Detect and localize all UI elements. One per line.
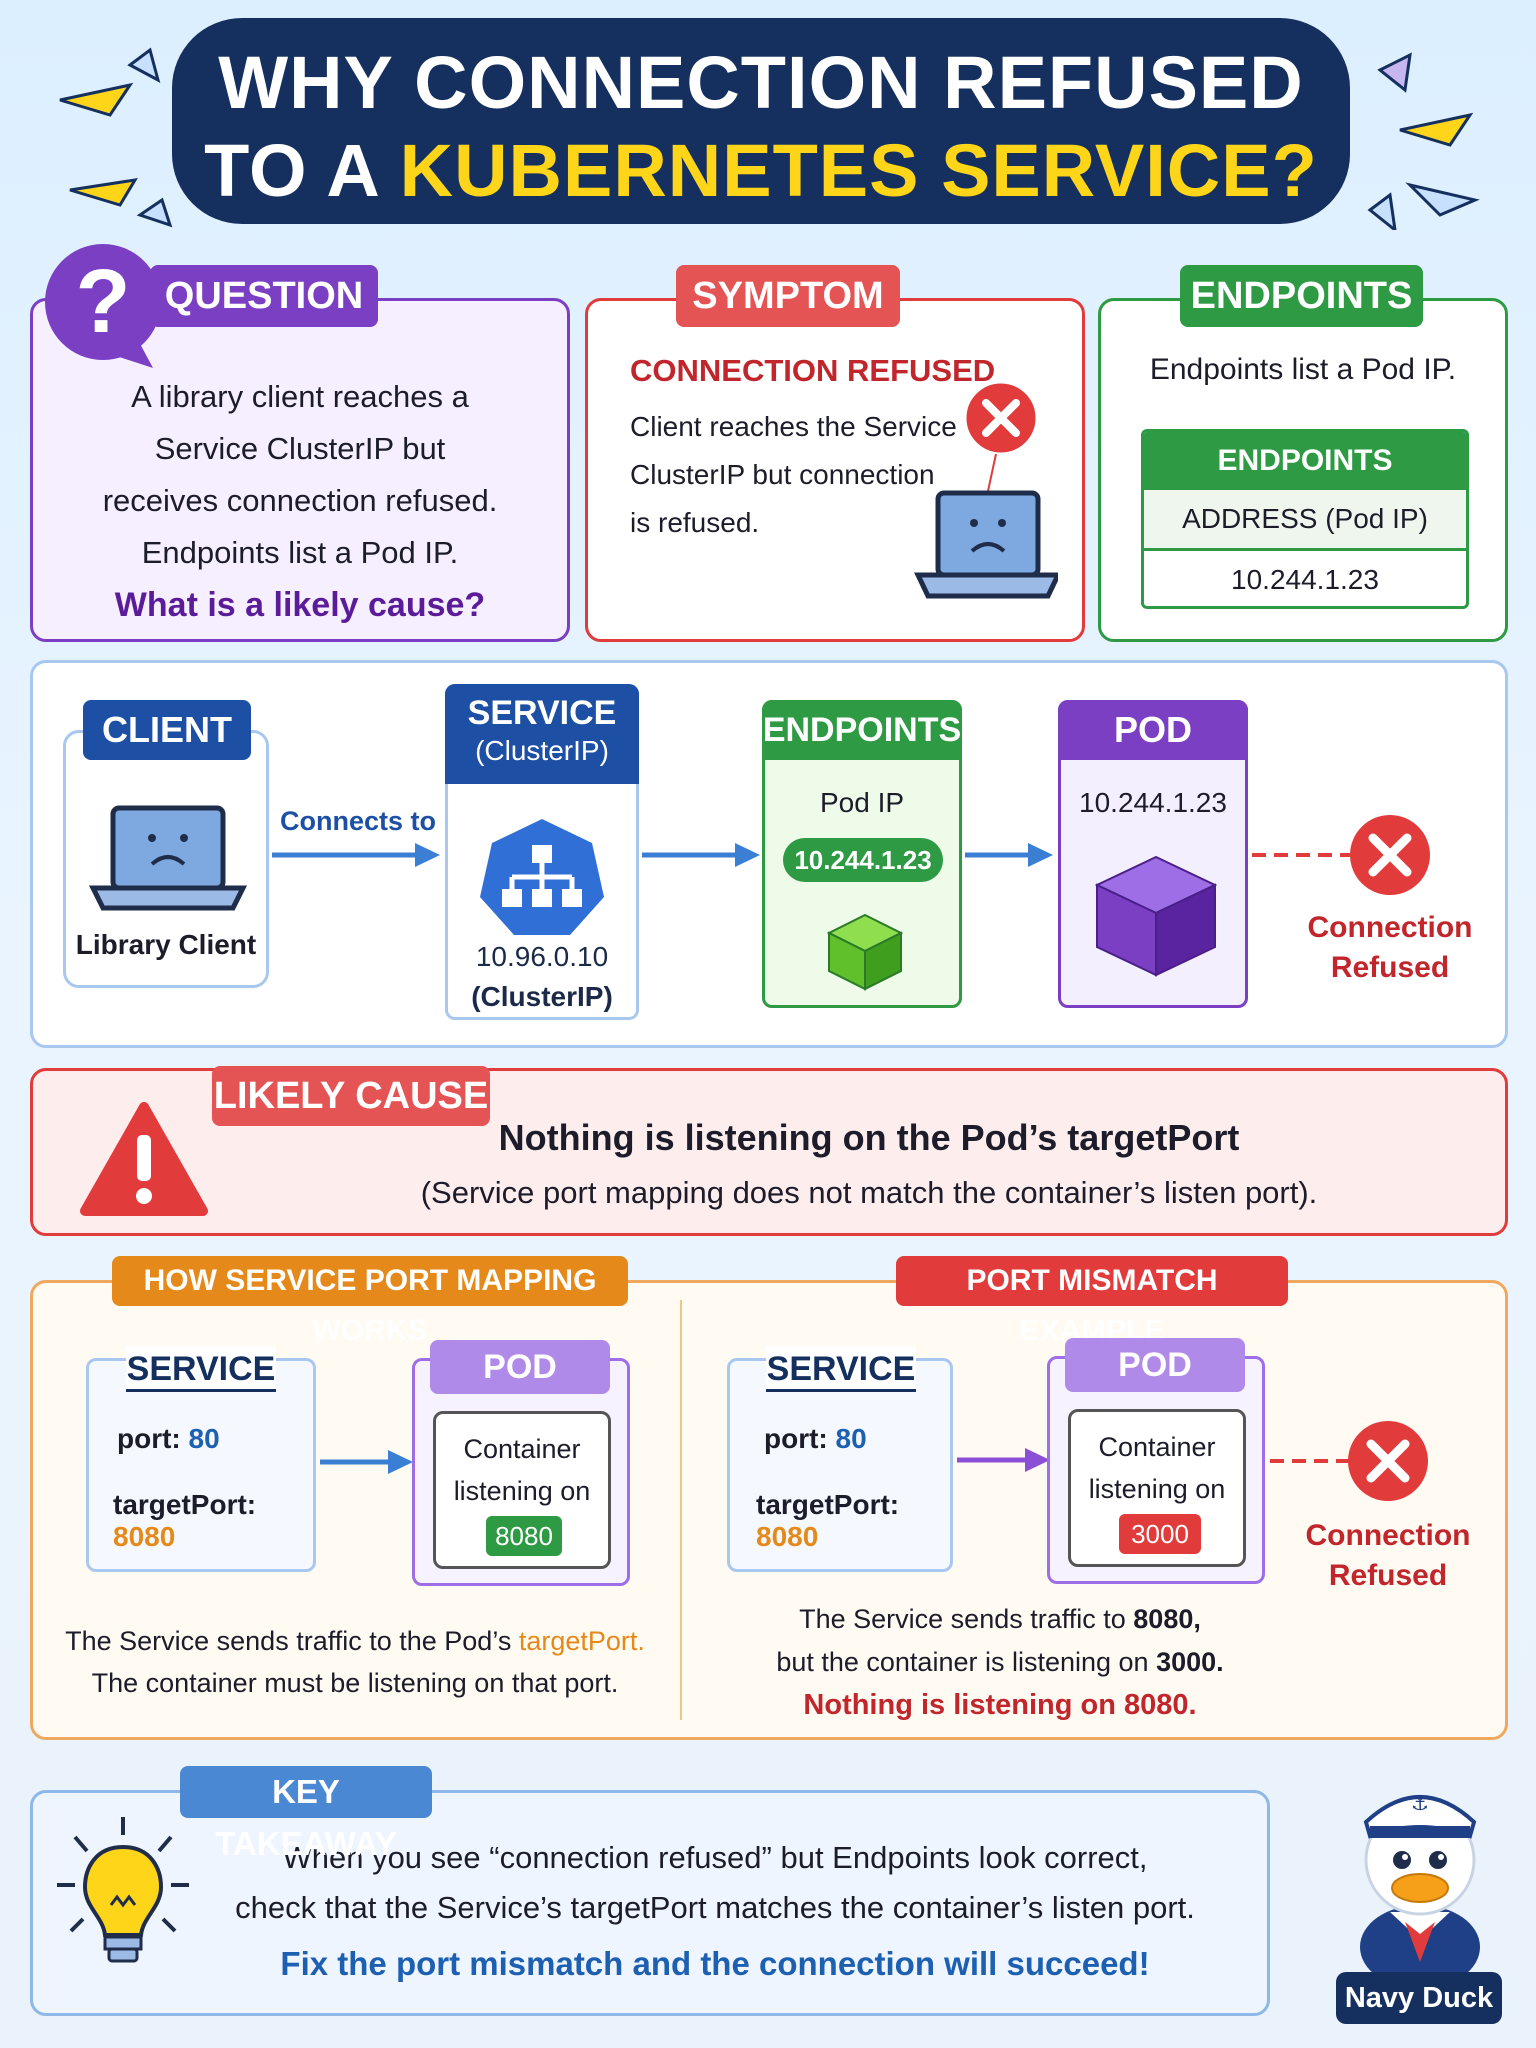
endpoints-tag: ENDPOINTS bbox=[1180, 265, 1423, 327]
svg-text:?: ? bbox=[76, 252, 131, 352]
client-box: Library Client bbox=[63, 730, 269, 988]
mapping-service-targetport: targetPort: 8080 bbox=[113, 1489, 257, 1552]
question-text: A library client reaches a Service Clust… bbox=[43, 371, 557, 631]
client-tag: CLIENT bbox=[83, 700, 251, 760]
purple-cube-icon bbox=[1094, 855, 1218, 977]
mascot-name: Navy Duck bbox=[1336, 1972, 1502, 2024]
service-ip: 10.96.0.10 (ClusterIP) bbox=[471, 941, 613, 1012]
mapping-arrow bbox=[320, 1450, 413, 1474]
symptom-panel: CONNECTION REFUSED Client reaches the Se… bbox=[585, 298, 1085, 642]
takeaway-panel: When you see “connection refused” but En… bbox=[30, 1790, 1270, 2016]
takeaway-text: When you see “connection refused” but En… bbox=[235, 1840, 1195, 1982]
refused-indicator bbox=[1252, 815, 1430, 895]
service-network-icon bbox=[480, 819, 604, 935]
client-label: Library Client bbox=[75, 929, 257, 960]
question-tag: QUESTION bbox=[150, 265, 378, 327]
mapping-container-port: 8080 bbox=[486, 1516, 562, 1556]
endpoints-flow-ip: 10.244.1.23 bbox=[783, 838, 943, 882]
connects-to-label: Connects to bbox=[279, 806, 436, 836]
likely-cause-tag: LIKELY CAUSE bbox=[212, 1066, 490, 1126]
mismatch-service-tag: SERVICE bbox=[766, 1346, 916, 1392]
endpoints-table-value: 10.244.1.23 bbox=[1231, 564, 1379, 595]
mismatch-service-box: port: 80 targetPort: 8080 bbox=[727, 1358, 953, 1572]
sad-laptop-icon bbox=[914, 381, 1058, 599]
symptom-tag: SYMPTOM bbox=[676, 265, 900, 327]
mapping-tag: HOW SERVICE PORT MAPPING WORKS bbox=[112, 1256, 628, 1347]
green-cube-icon bbox=[826, 913, 904, 991]
endpoints-table: ENDPOINTS ADDRESS (Pod IP) 10.244.1.23 bbox=[1141, 429, 1469, 609]
mapping-service-box: port: 80 targetPort: 8080 bbox=[86, 1358, 316, 1572]
mapping-container-text: Container listening on bbox=[453, 1434, 591, 1506]
arrow-service-to-endpoints bbox=[642, 843, 760, 867]
navy-duck-mascot-icon: ⚓ bbox=[1360, 1791, 1480, 1989]
mapping-pod-tag: POD bbox=[430, 1340, 610, 1394]
symptom-heading: CONNECTION REFUSED bbox=[630, 353, 996, 388]
endpoints-table-column: ADDRESS (Pod IP) bbox=[1144, 490, 1466, 551]
sparkle-decoration-right bbox=[1367, 52, 1480, 230]
question-ask: What is a likely cause? bbox=[114, 586, 486, 624]
mismatch-container-box: Container listening on 3000 bbox=[1068, 1409, 1246, 1567]
endpoints-flow-label: Pod IP bbox=[819, 787, 905, 818]
likely-cause-sub: (Service port mapping does not match the… bbox=[420, 1175, 1318, 1210]
mismatch-pod-box: Container listening on 3000 bbox=[1047, 1356, 1265, 1584]
mismatch-service-targetport: targetPort: 8080 bbox=[756, 1489, 900, 1552]
mapping-pod-box: Container listening on 8080 bbox=[412, 1358, 630, 1586]
arrow-endpoints-to-pod bbox=[965, 843, 1053, 867]
warning-icon bbox=[80, 1102, 208, 1216]
mismatch-note: The Service sends traffic to 8080, but t… bbox=[776, 1604, 1224, 1721]
lightbulb-icon bbox=[57, 1817, 189, 1963]
mismatch-container-port: 3000 bbox=[1119, 1514, 1201, 1554]
title-line-2: TO A KUBERNETES SERVICE? bbox=[204, 129, 1318, 212]
question-panel: A library client reaches a Service Clust… bbox=[30, 298, 570, 642]
takeaway-tag: KEY TAKEAWAY bbox=[180, 1766, 432, 1862]
mismatch-container-text: Container listening on bbox=[1088, 1432, 1226, 1504]
title-banner: WHY CONNECTION REFUSED TO A KUBERNETES S… bbox=[172, 18, 1350, 224]
mismatch-arrow bbox=[957, 1448, 1050, 1472]
mismatch-service-port: port: 80 bbox=[764, 1423, 867, 1454]
port-panel-divider bbox=[680, 1300, 682, 1720]
endpoints-table-header: ENDPOINTS bbox=[1144, 432, 1466, 490]
mapping-container-box: Container listening on 8080 bbox=[433, 1411, 611, 1569]
arrow-client-to-service bbox=[272, 843, 440, 867]
flow-refused-label: Connection Refused bbox=[1307, 911, 1473, 984]
mismatch-refused-indicator bbox=[1270, 1421, 1428, 1501]
endpoints-flow-tag: ENDPOINTS bbox=[762, 700, 962, 760]
pod-flow-ip: 10.244.1.23 bbox=[1079, 787, 1227, 818]
svg-text:⚓: ⚓ bbox=[1411, 1791, 1429, 1815]
endpoints-flow-box: Pod IP 10.244.1.23 bbox=[762, 700, 962, 1008]
pod-flow-tag: POD bbox=[1058, 700, 1248, 760]
mismatch-pod-tag: POD bbox=[1065, 1338, 1245, 1392]
mapping-note: The Service sends traffic to the Pod’s t… bbox=[65, 1626, 645, 1698]
mismatch-refused-label: Connection Refused bbox=[1305, 1519, 1471, 1592]
service-tag: SERVICE (ClusterIP) bbox=[445, 684, 639, 784]
mapping-service-port: port: 80 bbox=[117, 1423, 220, 1454]
endpoints-text: Endpoints list a Pod IP. bbox=[1149, 353, 1457, 386]
likely-cause-main: Nothing is listening on the Pod’s target… bbox=[498, 1117, 1240, 1158]
mismatch-tag: PORT MISMATCH EXAMPLE bbox=[896, 1256, 1288, 1347]
client-laptop-icon bbox=[88, 805, 248, 911]
question-bubble-icon: ? bbox=[45, 244, 161, 368]
title-line-1: WHY CONNECTION REFUSED bbox=[218, 41, 1304, 124]
endpoints-panel: Endpoints list a Pod IP. ENDPOINTS ADDRE… bbox=[1098, 298, 1508, 642]
sparkle-decoration-left bbox=[59, 47, 173, 228]
symptom-text: Client reaches the Service ClusterIP but… bbox=[630, 411, 957, 538]
mapping-service-tag: SERVICE bbox=[126, 1346, 276, 1392]
